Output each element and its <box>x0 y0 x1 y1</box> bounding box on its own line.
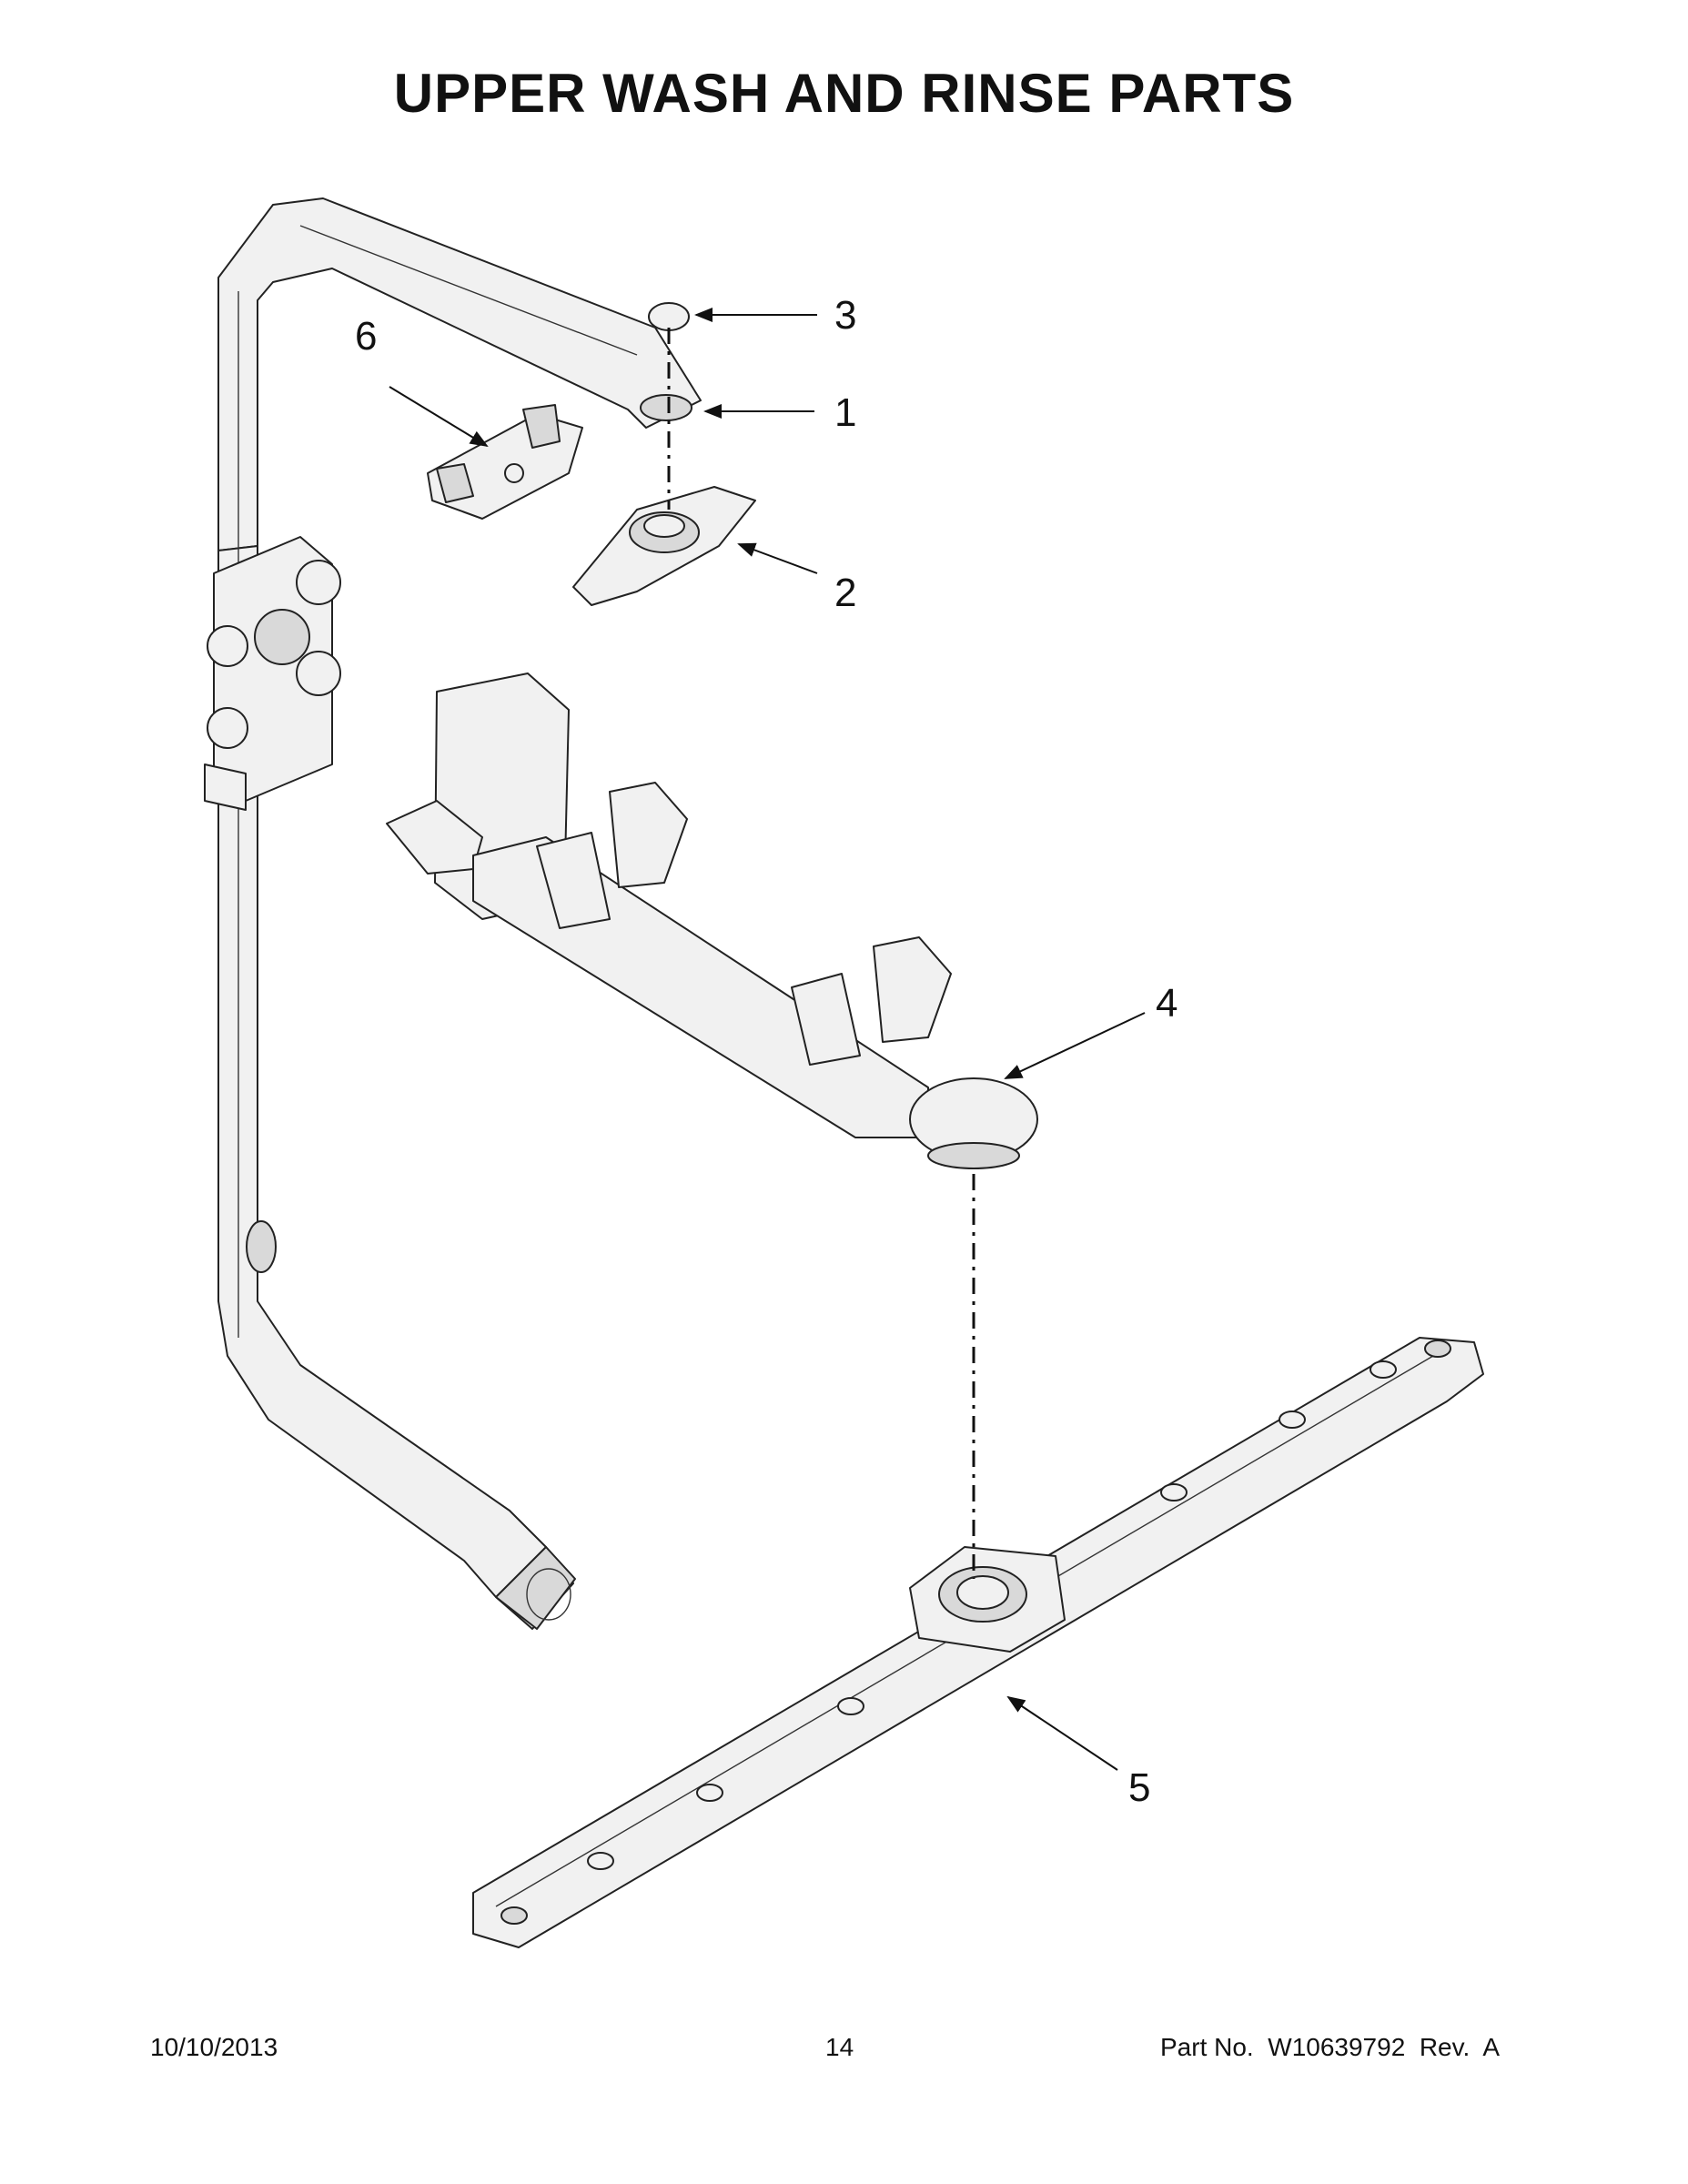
part-6-clip <box>427 404 583 520</box>
leader-arrow-4 <box>1004 1012 1146 1079</box>
leader-arrow-5 <box>1006 1695 1118 1771</box>
callout-5: 5 <box>1128 1765 1151 1810</box>
callout-1: 1 <box>834 390 857 435</box>
footer-page-number: 14 <box>825 2033 854 2061</box>
footer-part-number: Part No. W10639792 Rev. A <box>1160 2033 1501 2061</box>
part-2-mount <box>572 486 756 606</box>
part-1-mount <box>640 394 692 421</box>
leader-arrow-2 <box>737 542 818 574</box>
footer-date: 10/10/2013 <box>150 2033 278 2061</box>
part-4-manifold <box>386 672 1038 1169</box>
part-3-cap <box>648 302 690 331</box>
callout-6: 6 <box>355 314 378 359</box>
manifold-block-part <box>204 536 341 811</box>
callout-2: 2 <box>834 571 857 615</box>
callout-3: 3 <box>834 293 857 338</box>
callout-4: 4 <box>1156 981 1178 1026</box>
part-5-spray-arm <box>472 1337 1484 1948</box>
leader-arrow-6 <box>389 386 489 448</box>
page-title: UPPER WASH AND RINSE PARTS <box>393 63 1295 124</box>
